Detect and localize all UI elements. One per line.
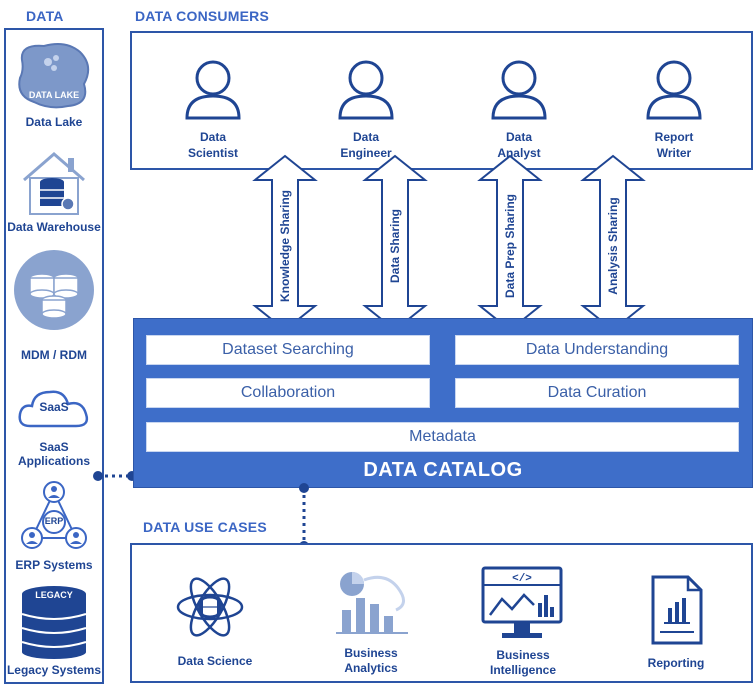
saas-label-line1: SaaS — [39, 440, 69, 454]
cloud-icon — [18, 390, 89, 428]
legacy-badge: LEGACY — [35, 590, 73, 600]
analytics-chart-icon — [336, 572, 408, 634]
use-cases-section-title: DATA USE CASES — [143, 519, 267, 535]
usecase-line1: Business — [496, 648, 550, 662]
consumer-label-line2: Scientist — [187, 146, 238, 160]
source-label-legacy: Legacy Systems — [6, 663, 102, 677]
source-label-data-lake: Data Lake — [25, 115, 83, 129]
catalog-box-data-curation: Data Curation — [455, 378, 739, 408]
flow-label-data-prep: Data Prep Sharing — [503, 194, 517, 298]
source-label-data-warehouse: Data Warehouse — [7, 220, 101, 234]
saas-label-line2: Applications — [17, 454, 90, 468]
user-icon — [338, 60, 394, 120]
consumer-label-line1: Data — [505, 130, 532, 144]
source-label-saas: SaaS Applications — [4, 440, 104, 468]
flow-label-analysis: Analysis Sharing — [606, 197, 620, 294]
atom-icon — [176, 577, 244, 637]
usecase-line1: Data Science — [177, 654, 253, 668]
usecase-label-data-science: Data Science — [160, 654, 270, 669]
use-cases-panel — [130, 543, 753, 683]
database-icon — [14, 250, 94, 330]
consumers-section-title: DATA CONSUMERS — [135, 8, 269, 24]
data-lake-badge: DATA LAKE — [28, 90, 80, 100]
erp-network-icon — [21, 481, 87, 549]
monitor-dashboard-icon: </> — [481, 566, 563, 638]
catalog-box-dataset-searching: Dataset Searching — [146, 335, 430, 365]
consumer-label-line1: Data — [199, 130, 226, 144]
consumer-label-line1: Data — [352, 130, 379, 144]
catalog-box-metadata: Metadata — [146, 422, 739, 452]
catalog-box-data-understanding: Data Understanding — [455, 335, 739, 365]
data-warehouse-icon — [23, 152, 85, 215]
data-sources-panel — [4, 28, 104, 684]
usecase-label-business-analytics: Business Analytics — [316, 646, 426, 676]
catalog-box-collaboration: Collaboration — [146, 378, 430, 408]
user-icon — [185, 60, 241, 120]
user-icon — [646, 60, 702, 120]
flow-label-knowledge: Knowledge Sharing — [278, 190, 292, 302]
data-section-title: DATA — [26, 8, 64, 24]
sharing-arrows: Knowledge Sharing Data Sharing Data Prep… — [254, 155, 644, 331]
consumer-label-line2: Writer — [656, 146, 692, 160]
consumers-panel — [130, 31, 753, 170]
report-document-icon — [651, 575, 703, 645]
data-catalog-panel: Dataset Searching Data Understanding Col… — [133, 318, 753, 488]
usecase-label-reporting: Reporting — [621, 656, 731, 671]
usecase-line1: Business — [344, 646, 398, 660]
consumer-label-line2: Engineer — [340, 146, 392, 160]
erp-badge: ERP — [44, 516, 64, 526]
flow-label-data: Data Sharing — [388, 209, 402, 283]
saas-badge: SaaS — [39, 400, 69, 414]
svg-text:</>: </> — [512, 573, 532, 585]
consumer-label-line1: Report — [654, 130, 694, 144]
data-lake-icon — [18, 43, 90, 109]
source-label-erp: ERP Systems — [15, 558, 93, 572]
user-icon — [491, 60, 547, 120]
usecase-label-business-intelligence: Business Intelligence — [468, 648, 578, 678]
source-label-mdm-rdm: MDM / RDM — [21, 348, 87, 362]
catalog-title: DATA CATALOG — [363, 459, 523, 481]
usecase-line2: Analytics — [344, 661, 398, 675]
usecase-line1: Reporting — [647, 656, 705, 670]
legacy-database-icon — [21, 586, 87, 659]
usecase-line2: Intelligence — [489, 663, 557, 677]
